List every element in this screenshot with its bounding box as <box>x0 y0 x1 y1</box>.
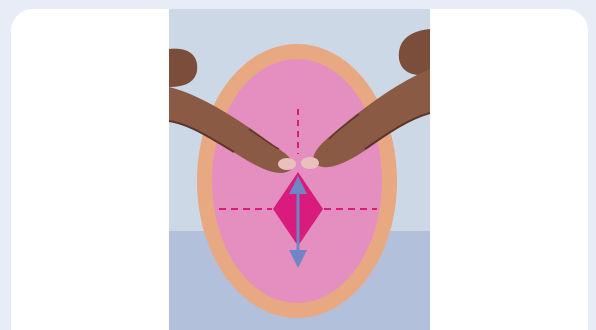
right-fingernail <box>301 157 319 169</box>
left-fingernail <box>278 158 296 170</box>
illustration-panel <box>169 9 430 330</box>
illustration-svg <box>169 9 430 330</box>
content-card <box>11 9 588 330</box>
